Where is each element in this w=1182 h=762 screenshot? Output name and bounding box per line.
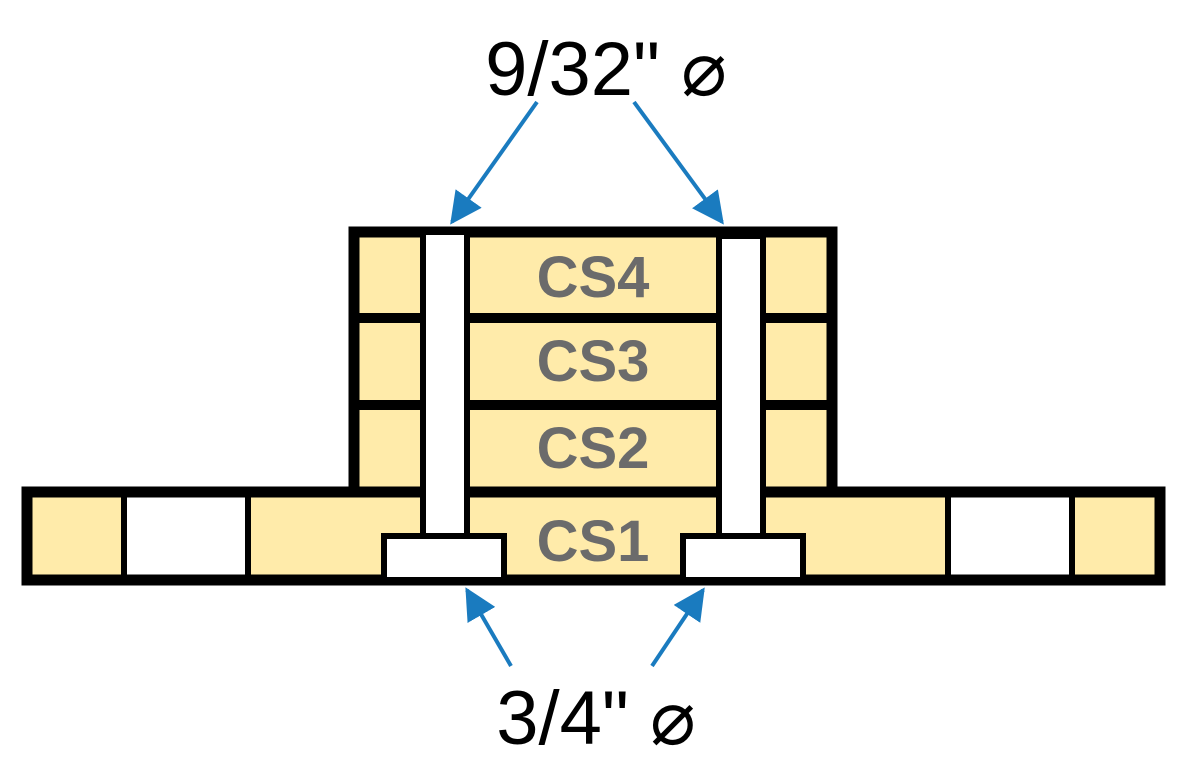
top-hole-diameter-label: 9/32" ⌀ [485,27,727,112]
bottom-counterbore-diameter-label: 3/4" ⌀ [496,676,696,761]
right-through-hole [716,233,766,545]
right-counterbore [680,533,806,583]
base-left-slot [121,489,251,583]
layer-label-cs3: CS3 [537,329,650,394]
left-through-hole [420,229,470,545]
layer-label-cs4: CS4 [537,245,650,310]
left-counterbore [381,533,507,583]
arrow-top-left [450,100,539,225]
base-right-slot [945,489,1075,583]
layer-label-cs1: CS1 [537,509,650,574]
layer-label-cs2: CS2 [537,416,650,481]
arrow-bottom-right [650,587,705,668]
arrow-top-right [632,100,724,225]
arrow-bottom-left [465,587,513,668]
